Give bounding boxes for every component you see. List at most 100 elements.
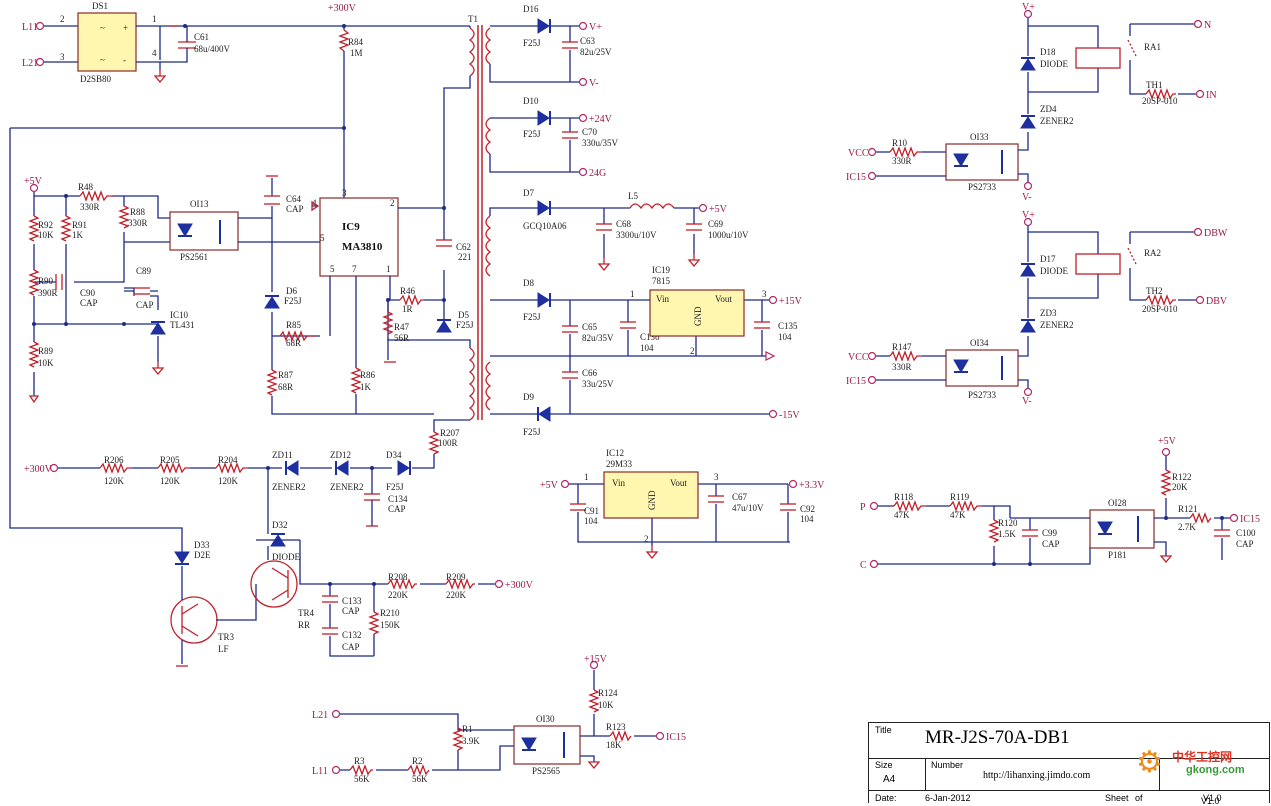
svg-text:F25J: F25J bbox=[386, 482, 404, 492]
svg-text:CAP: CAP bbox=[342, 642, 360, 652]
svg-text:PS2561: PS2561 bbox=[180, 252, 208, 262]
svg-text:R85: R85 bbox=[286, 320, 302, 330]
svg-text:DBV: DBV bbox=[1206, 296, 1228, 307]
svg-text:DIODE: DIODE bbox=[1040, 59, 1068, 69]
oi33-optocoupler: OI33 PS2733 bbox=[945, 132, 1019, 192]
svg-text:CAP: CAP bbox=[1042, 539, 1060, 549]
svg-text:C89: C89 bbox=[136, 266, 152, 276]
svg-text:C64: C64 bbox=[286, 194, 302, 204]
svg-text:R204: R204 bbox=[218, 455, 238, 465]
svg-text:82u/25V: 82u/25V bbox=[580, 47, 612, 57]
svg-text:R1: R1 bbox=[462, 724, 473, 734]
svg-text:DBW: DBW bbox=[1204, 228, 1228, 239]
svg-text:56K: 56K bbox=[354, 774, 370, 784]
tr4-transistor bbox=[250, 560, 298, 608]
svg-text:D16: D16 bbox=[523, 4, 539, 14]
svg-text:1.5K: 1.5K bbox=[998, 529, 1016, 539]
svg-text:3: 3 bbox=[762, 289, 767, 299]
svg-text:OI30: OI30 bbox=[536, 714, 555, 724]
svg-text:C132: C132 bbox=[342, 630, 362, 640]
svg-text:C136: C136 bbox=[640, 332, 660, 342]
svg-text:IC19: IC19 bbox=[652, 265, 671, 275]
svg-text:L5: L5 bbox=[628, 191, 638, 201]
svg-text:7: 7 bbox=[352, 264, 357, 274]
svg-text:104: 104 bbox=[640, 343, 654, 353]
svg-text:OI13: OI13 bbox=[190, 199, 209, 209]
svg-text:R121: R121 bbox=[1178, 504, 1198, 514]
svg-text:104: 104 bbox=[800, 514, 814, 524]
ra1-coil bbox=[1075, 47, 1121, 69]
svg-text:Vin: Vin bbox=[656, 294, 669, 304]
svg-text:D18: D18 bbox=[1040, 47, 1056, 57]
watermark-domain: gkong.com bbox=[1186, 764, 1245, 776]
svg-text:GND: GND bbox=[693, 306, 703, 326]
svg-text:ZD12: ZD12 bbox=[330, 450, 351, 460]
svg-text:R91: R91 bbox=[72, 220, 87, 230]
svg-text:ZENER2: ZENER2 bbox=[330, 482, 364, 492]
svg-text:R123: R123 bbox=[606, 722, 626, 732]
svg-text:D7: D7 bbox=[523, 188, 534, 198]
net-l21-top: L21 bbox=[22, 58, 38, 69]
svg-text:10K: 10K bbox=[38, 358, 54, 368]
svg-text:D10: D10 bbox=[523, 96, 539, 106]
oi30-optocoupler: OI30 PS2565 bbox=[513, 714, 581, 776]
oi28-optocoupler: OI28 P181 bbox=[1089, 498, 1155, 560]
svg-text:C68: C68 bbox=[616, 219, 632, 229]
svg-text:2: 2 bbox=[644, 534, 649, 544]
svg-text:C: C bbox=[860, 560, 867, 571]
svg-text:CAP: CAP bbox=[136, 300, 154, 310]
svg-text:ZD11: ZD11 bbox=[272, 450, 293, 460]
svg-text:V-: V- bbox=[589, 78, 599, 89]
svg-text:D32: D32 bbox=[272, 520, 288, 530]
svg-text:IC15: IC15 bbox=[846, 376, 866, 387]
svg-text:DIODE: DIODE bbox=[272, 552, 300, 562]
svg-text:3.9K: 3.9K bbox=[462, 736, 480, 746]
svg-text:P181: P181 bbox=[1108, 550, 1127, 560]
svg-text:+15V: +15V bbox=[779, 296, 803, 307]
svg-text:120K: 120K bbox=[104, 476, 125, 486]
svg-text:ZD4: ZD4 bbox=[1040, 104, 1057, 114]
net-300v-top: +300V bbox=[328, 3, 357, 14]
gear-icon: ⚙ bbox=[1136, 746, 1163, 779]
svg-text:D8: D8 bbox=[523, 278, 534, 288]
svg-text:+5V: +5V bbox=[1158, 436, 1177, 447]
svg-text:V-: V- bbox=[1022, 192, 1032, 203]
svg-text:56K: 56K bbox=[412, 774, 428, 784]
svg-text:R209: R209 bbox=[446, 572, 466, 582]
svg-text:R205: R205 bbox=[160, 455, 180, 465]
svg-text:R88: R88 bbox=[130, 207, 146, 217]
svg-text:C135: C135 bbox=[778, 321, 798, 331]
svg-text:R118: R118 bbox=[894, 492, 914, 502]
svg-text:R147: R147 bbox=[892, 342, 912, 352]
svg-text:IN: IN bbox=[1206, 90, 1217, 101]
svg-text:V-: V- bbox=[1022, 396, 1032, 407]
svg-text:TH2: TH2 bbox=[1146, 286, 1163, 296]
svg-text:Vout: Vout bbox=[715, 294, 732, 304]
svg-text:D6: D6 bbox=[286, 286, 297, 296]
svg-text:IC15: IC15 bbox=[846, 172, 866, 183]
svg-text:R90: R90 bbox=[38, 276, 54, 286]
svg-text:R210: R210 bbox=[380, 608, 400, 618]
svg-text:~: ~ bbox=[100, 55, 105, 65]
c61-capacitor: C61 68u/400V bbox=[160, 25, 231, 63]
svg-text:1K: 1K bbox=[72, 230, 84, 240]
svg-text:+: + bbox=[123, 23, 128, 33]
svg-text:47K: 47K bbox=[950, 510, 966, 520]
svg-text:1: 1 bbox=[152, 14, 157, 24]
r48-resistor: R48 330R bbox=[78, 182, 113, 212]
svg-text:1R: 1R bbox=[402, 304, 413, 314]
svg-text:L21: L21 bbox=[312, 710, 328, 721]
svg-text:2: 2 bbox=[390, 198, 395, 208]
svg-text:R92: R92 bbox=[38, 220, 53, 230]
d2sb80-label: D2SB80 bbox=[80, 74, 112, 84]
revision: V1.0 bbox=[1201, 796, 1220, 806]
svg-text:33u/25V: 33u/25V bbox=[582, 379, 614, 389]
svg-text:330R: 330R bbox=[892, 156, 912, 166]
svg-text:R122: R122 bbox=[1172, 472, 1192, 482]
svg-text:100R: 100R bbox=[438, 438, 458, 448]
svg-text:PS2565: PS2565 bbox=[532, 766, 561, 776]
svg-text:C66: C66 bbox=[582, 368, 598, 378]
svg-text:221: 221 bbox=[458, 252, 472, 262]
svg-text:R89: R89 bbox=[38, 346, 54, 356]
svg-text:330R: 330R bbox=[80, 202, 100, 212]
